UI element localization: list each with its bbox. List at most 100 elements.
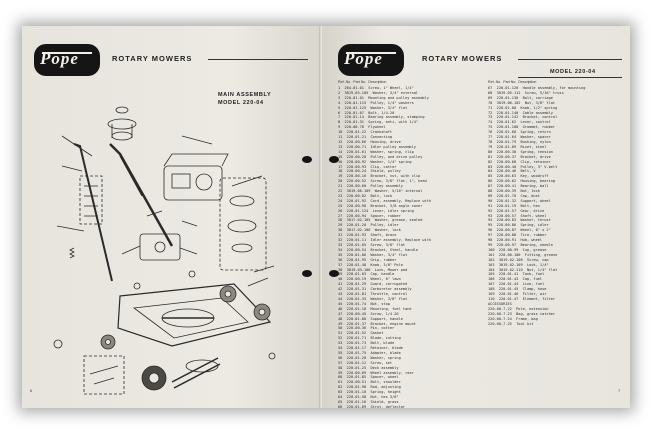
parts-list-row: 4 220-01-115 Pulley, 1/4" washers xyxy=(338,100,414,105)
parts-list-row: 83 220-00-40 Pulley, 3" V-belt xyxy=(488,164,558,169)
parts-list-row: 33 220-01-05 Screw, 3/8" flat xyxy=(338,243,406,247)
header-rule xyxy=(518,59,622,60)
parts-list-row: 49 220-01-37 Bracket, engine mount xyxy=(338,321,416,326)
parts-list-row: 73 220-01-142 Bracket, control xyxy=(488,115,558,120)
parts-list-row: 36 220-01-95 Grip, rubber xyxy=(338,257,397,262)
model-rule xyxy=(518,77,622,78)
parts-list-row: 220-00-7.22 Pole, extension xyxy=(488,306,549,311)
parts-list-row: 52 220-01-71 Blade, cutting xyxy=(338,336,401,341)
section-title: ROTARY MOWERS xyxy=(112,54,193,63)
parts-list-row: 103 3019-02-109 Lock, 1/4" xyxy=(488,262,549,267)
parts-list-row: 8 220-01-31 Spring, anti, with 1/4" xyxy=(338,120,419,125)
parts-list-row: 56 220-01-28 Washer, spring xyxy=(338,355,401,360)
parts-list-row: 53 220-01-73 Bolt, blade xyxy=(338,341,395,346)
parts-list-row: 75 220-01-100 Grommet, rubber xyxy=(488,125,556,130)
parts-list-row: 3 220-01-01 Mounting and pulley assembly xyxy=(338,95,429,100)
parts-list-row: 35 220-01-06 Washer, 3/4" flat xyxy=(338,252,408,257)
page-number-left: 6 xyxy=(30,388,33,393)
parts-list-row: 60 220-01-85 Spacer, wheel xyxy=(338,375,399,380)
parts-list-row: 41 220-01-29 Guard, corrugated xyxy=(338,282,408,287)
parts-list-row: 15 220-00-20 Pulley, and drive pulley xyxy=(338,154,423,159)
header-rule xyxy=(208,59,308,60)
parts-list-row: 109 220-01-46 Filter, air xyxy=(488,292,547,297)
parts-list-row: 12 220-00-66 Housing, drive xyxy=(338,139,401,144)
assembly-title: MAIN ASSEMBLY xyxy=(218,92,272,98)
parts-list-row: 95 220-00-86 Spring, idler xyxy=(488,223,549,228)
exploded-parts-diagram xyxy=(53,106,276,395)
parts-list-row: 106 220-01-43 Cap, fuel xyxy=(488,277,543,282)
parts-list-row: 32 220-01-11 Idler assembly, Replace wit… xyxy=(338,238,432,243)
parts-list-row: 54 220-01-17 Retainer, blade xyxy=(338,346,403,351)
parts-list-row: 38 3019-03-106 Lock, Mower pad xyxy=(338,267,408,272)
parts-list-left: 1 264-01-01 Screw, 1" Wheel, 1/4"2 3019-… xyxy=(338,86,431,408)
right-page: Pope ROTARY MOWERS MODEL 220-04 Ref. No.… xyxy=(322,26,630,408)
parts-list-row: 17 220-00-93 Clip, cotter xyxy=(338,164,397,169)
pope-logo: Pope xyxy=(338,44,404,76)
parts-list-row: 72 220-01-140 Cable assembly xyxy=(488,110,553,115)
parts-list-row: 93 220-00-57 Shaft, wheel xyxy=(488,213,547,218)
binder-hole xyxy=(329,156,339,163)
parts-list-row: 29 220-01-20 Pulley, idler xyxy=(338,223,399,228)
assembly-model: MODEL 220-04 xyxy=(218,100,264,106)
page-number-right: 7 xyxy=(618,388,621,393)
parts-list-row: 20 220-00-52 Screw, 3/8" flat, 1", head xyxy=(338,179,427,184)
parts-list-row: 42 220-01-31 Carburetor assembly xyxy=(338,287,412,292)
parts-list-row: 63 220-01-10 Spring, height xyxy=(338,390,401,395)
parts-list-row: 51 220-01-52 Gasket xyxy=(338,331,384,336)
parts-list-row: 16 220-00-92 Washer, 1/4" spring xyxy=(338,159,412,164)
parts-list-row: 84 220-00-46 Belt, V xyxy=(488,169,536,174)
parts-list-row: 23 220-00-82 Bolt, lock xyxy=(338,193,393,198)
parts-list-row: 96 220-00-87 Wheel, 6" x 2" xyxy=(488,228,551,233)
parts-list-row: 13 220-00-71 Idler pulley assembly xyxy=(338,144,416,149)
parts-list-row: 2 3019-05-105 Washer, 3/4" external xyxy=(338,90,419,95)
parts-list-row: 67 220-01-120 Handle assembly, for mount… xyxy=(488,86,586,90)
parts-list-row: 74 220-01-62 Lever, control xyxy=(488,120,551,125)
parts-list-row: 18 220-00-24 Shield, pulley xyxy=(338,169,401,174)
parts-list-row: 30 3017-02-106 Washer, lock xyxy=(338,228,401,233)
parts-list-row: 43 220-01-81 Throttle, control xyxy=(338,292,408,297)
parts-list-row: 78 220-01-79 Bushing, nylon xyxy=(488,139,551,144)
parts-list-row: 87 220-00-41 Bearing, ball xyxy=(488,184,549,189)
parts-list-row: 34 220-00-54 Bracket, Steel, handle xyxy=(338,247,419,252)
parts-list-row: 82 220-00-68 Clip, retainer xyxy=(488,159,551,164)
parts-list-right: 67 220-01-120 Handle assembly, for mount… xyxy=(488,86,585,326)
parts-list-row: 7 220-01-14 Bearing assembly, stamping xyxy=(338,115,425,120)
parts-list-row: 9 220-00-70 Flywheel xyxy=(338,125,386,130)
parts-list-row: 39 220-01-03 Cap, handle xyxy=(338,272,395,277)
parts-list-row: 92 220-01-57 Gear, drive xyxy=(488,208,545,213)
parts-list-row: 14 220-01-61 Washer, spring, clip xyxy=(338,149,414,154)
binder-hole xyxy=(302,270,312,277)
parts-list-row: 68 3019-05-112 Screw, 5/16" truss xyxy=(488,90,564,95)
parts-list-row: 104 3019-02-110 Nut, 1/4" flat xyxy=(488,267,558,272)
parts-list-row: 70 3019-06-102 Nut, 3/8" flat xyxy=(488,100,556,105)
parts-list-row: 58 220-01-25 Deck assembly xyxy=(338,365,399,370)
parts-list-row: 108 220-01-45 Clamp, hose xyxy=(488,287,547,292)
parts-list-row: 61 220-00-51 Bolt, shoulder xyxy=(338,380,401,385)
column-header-left: Ref. No. Part No. Description xyxy=(338,80,387,84)
pope-logo: Pope xyxy=(34,44,100,76)
parts-list-row: 6 220-01-07 Bolt, 1/4-20 xyxy=(338,110,395,115)
parts-list-row: 101 220-00-100 Fitting, grease xyxy=(488,252,558,257)
parts-list-row: 76 220-01-68 Spring, return xyxy=(488,130,551,135)
parts-list-row: 102 3019-02-108 Screw, cap xyxy=(488,257,549,262)
parts-list-row: 24 220-01-92 Cord, assembly, Replace wit… xyxy=(338,198,432,203)
parts-list-row: ACCESSORIES xyxy=(488,301,512,306)
parts-list-row: 19 220-00-16 Bracket, nut, with clip xyxy=(338,174,421,179)
parts-list-row: 88 220-00-39 Nut, lock xyxy=(488,189,540,194)
model-label: MODEL 220-04 xyxy=(550,69,596,75)
parts-list-row: 55 220-01-75 Adapter, blade xyxy=(338,350,401,355)
parts-list-row: 81 220-00-37 Bracket, drive xyxy=(488,154,551,159)
parts-list-row: 69 220-01-130 Bolt, carriage xyxy=(488,95,553,100)
parts-list-row: 100 220-00-99 Cup, grease xyxy=(488,247,547,252)
parts-list-row: 28 3017-02-105 Washer, grease, sealed xyxy=(338,218,423,223)
parts-list-row: 65 220-01-16 Shield, grass xyxy=(338,400,399,404)
binder-hole xyxy=(302,156,312,163)
parts-list-row: 50 220-00-36 Pin, cotter xyxy=(338,326,395,331)
parts-list-row: 59 220-00-09 Wheel assembly, rear xyxy=(338,370,414,375)
parts-list-row: 45 220-01-74 Nut, stop xyxy=(338,301,390,306)
parts-list-row: 79 220-01-89 Rivet, steel xyxy=(488,144,547,149)
parts-list-row: 48 220-01-88 Support, handle xyxy=(338,316,403,321)
section-title: ROTARY MOWERS xyxy=(422,54,503,63)
parts-list-row: 62 220-01-90 Rod, adjusting xyxy=(338,385,401,390)
parts-list-row: 26 220-01-124 Lever, idler spring xyxy=(338,208,414,213)
